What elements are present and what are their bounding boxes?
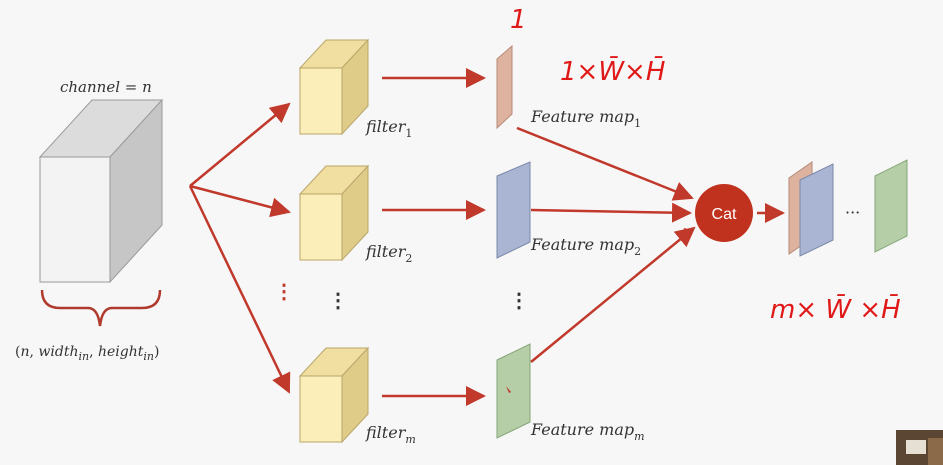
svg-text:Cat: Cat [712, 206, 737, 223]
feature-map-2-label: Feature map2 [530, 235, 641, 258]
filter-2-label: filter2 [365, 242, 412, 265]
filter-m-label: filterm [365, 423, 416, 446]
feature-map-1 [496, 44, 513, 130]
annotation-stacked-dims: m× W̄ ×H̄ [770, 293, 901, 325]
cat-node: Cat [695, 184, 753, 242]
presenter-thumbnail [896, 430, 943, 465]
filter-ellipsis: ⋮ [328, 288, 348, 312]
feature-map-2 [496, 161, 531, 259]
map-ellipsis: ⋮ [509, 288, 529, 312]
stacked-output [788, 159, 908, 257]
stack-ellipsis: ··· [845, 203, 860, 222]
map-to-cat-arrows [516, 126, 696, 363]
branch-arrows [188, 102, 291, 394]
filter-m-cube [298, 346, 370, 444]
feature-map-1-label: Feature map1 [530, 107, 641, 130]
channel-label: channel = n [60, 78, 152, 96]
annotation-depth-one: 1 [510, 5, 527, 35]
input-cube [38, 98, 164, 284]
branch-ellipsis: ⋮ [274, 279, 294, 303]
feature-map-m [496, 343, 531, 439]
filter-1-label: filter1 [365, 117, 412, 140]
filter-2-cube [298, 164, 370, 262]
annotation-single-dims: 1×W̄×H̄ [560, 55, 665, 87]
feature-map-m-label: Feature mapm [530, 420, 645, 443]
filter-to-map-arrows [382, 68, 486, 406]
input-dims-label: (n, widthin, heightin) [15, 344, 159, 363]
input-brace [40, 289, 162, 327]
filter-1-cube [298, 38, 370, 136]
